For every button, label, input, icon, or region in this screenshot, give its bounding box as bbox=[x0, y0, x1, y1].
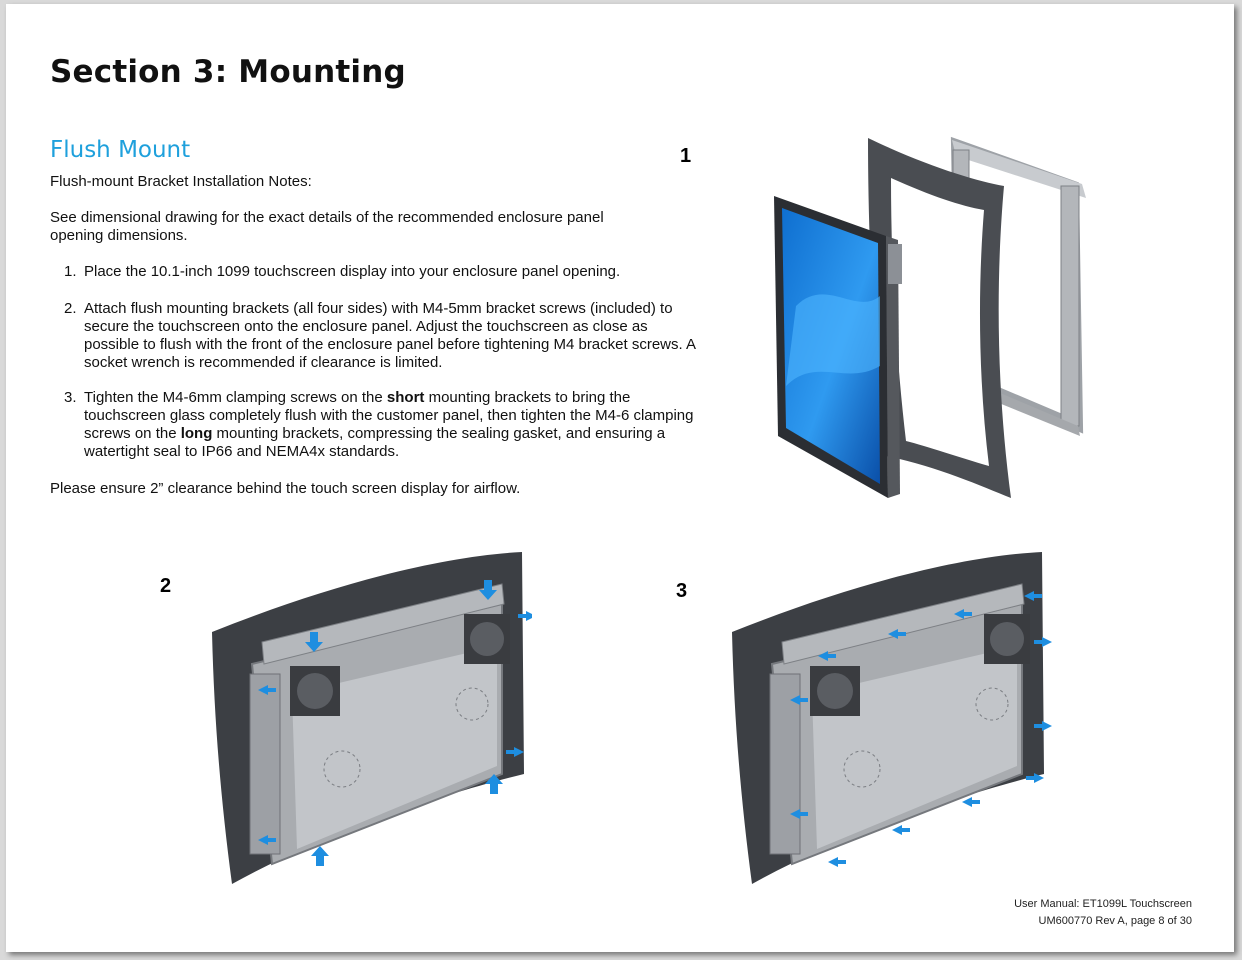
touchscreen-display bbox=[774, 196, 902, 498]
step-text: Attach flush mounting brackets (all four… bbox=[84, 300, 696, 371]
subsection-title: Flush Mount bbox=[50, 137, 191, 163]
arrow-left-icon bbox=[1026, 773, 1044, 783]
page-footer: User Manual: ET1099L Touchscreen UM60077… bbox=[1014, 896, 1192, 930]
manual-page: Section 3: Mounting Flush Mount Flush-mo… bbox=[6, 4, 1234, 952]
arrow-left-icon bbox=[1034, 637, 1052, 647]
exploded-mount-illustration bbox=[774, 136, 1086, 498]
section-title: Section 3: Mounting bbox=[50, 54, 406, 90]
step-text: Tighten the M4-6mm clamping screws on th… bbox=[84, 389, 694, 460]
arrow-right-icon bbox=[954, 609, 972, 619]
enclosure-note: See dimensional drawing for the exact de… bbox=[50, 209, 604, 244]
clamping-screws-illustration bbox=[732, 552, 1052, 884]
figure-label-3: 3 bbox=[676, 580, 688, 602]
step-number: 3. bbox=[64, 389, 77, 406]
bracket-screws-illustration bbox=[212, 552, 532, 884]
arrow-right-icon bbox=[790, 809, 808, 819]
enclosure-panel-gasket bbox=[868, 138, 1011, 498]
step-text: Place the 10.1-inch 1099 touchscreen dis… bbox=[84, 263, 621, 280]
arrow-right-icon bbox=[790, 695, 808, 705]
display-rear-view bbox=[732, 552, 1044, 884]
footer-page-number: UM600770 Rev A, page 8 of 30 bbox=[1038, 915, 1193, 927]
arrow-up-icon bbox=[485, 774, 503, 794]
step-number: 2. bbox=[64, 300, 77, 317]
arrow-right-icon bbox=[258, 685, 276, 695]
figure-label-1: 1 bbox=[680, 145, 692, 167]
arrow-markers bbox=[790, 591, 1052, 867]
arrow-up-icon bbox=[311, 846, 329, 866]
figure-label-2: 2 bbox=[160, 575, 172, 597]
arrow-right-icon bbox=[258, 835, 276, 845]
arrow-markers bbox=[258, 580, 532, 866]
short-emphasis: short bbox=[386, 389, 425, 406]
display-rear-view bbox=[212, 552, 524, 884]
arrow-right-icon bbox=[962, 797, 980, 807]
clearance-note: Please ensure 2” clearance behind the to… bbox=[50, 480, 521, 497]
arrow-right-icon bbox=[818, 651, 836, 661]
arrow-right-icon bbox=[892, 825, 910, 835]
arrow-right-icon bbox=[1024, 591, 1042, 601]
arrow-right-icon bbox=[828, 857, 846, 867]
arrow-down-icon bbox=[305, 632, 323, 652]
arrow-down-icon bbox=[479, 580, 497, 600]
arrow-left-icon bbox=[518, 611, 532, 621]
footer-document-title: User Manual: ET1099L Touchscreen bbox=[1014, 898, 1192, 910]
arrow-right-icon bbox=[888, 629, 906, 639]
arrow-left-icon bbox=[1034, 721, 1052, 731]
arrow-left-icon bbox=[506, 747, 524, 757]
long-emphasis: long bbox=[180, 425, 213, 442]
intro-text: Flush-mount Bracket Installation Notes: bbox=[50, 173, 312, 190]
step-number: 1. bbox=[64, 263, 77, 280]
